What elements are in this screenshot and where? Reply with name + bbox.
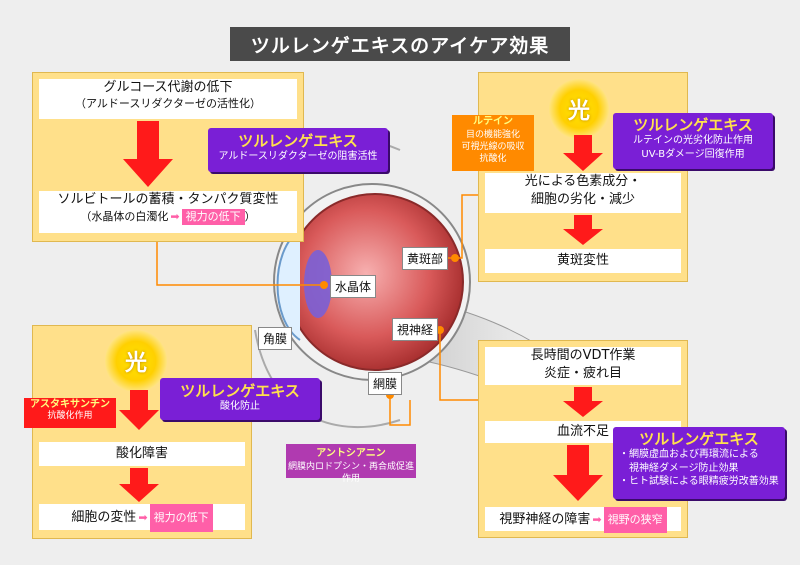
tr-row1-line2: 細胞の劣化・減少 — [530, 191, 635, 207]
bl-row2: 細胞の変性➡視力の低下 — [39, 504, 245, 532]
label-retina: 網膜 — [368, 372, 403, 395]
br-purple-l1: ・網膜虚血および再環流による — [619, 449, 759, 460]
sun-label: 光 — [567, 99, 590, 124]
label-macula: 黄斑部 — [402, 247, 449, 270]
tr-purple-l1: ルテインの光劣化防止作用 — [633, 135, 753, 146]
tl-purple-sub: アルドースリダクターゼの阻害活性 — [218, 151, 378, 162]
tl-arrow — [123, 121, 173, 187]
lutein-line1: 目の機能強化 — [465, 129, 520, 140]
lutein-line2: 可視光線の吸収 — [461, 141, 525, 152]
br-purple-l2: 視神経ダメージ防止効果 — [619, 462, 739, 474]
panel-bottom-left: 光 酸化障害 細胞の変性➡視力の低下 — [32, 325, 252, 539]
astaxanthin-head: アスタキサンチン — [30, 399, 110, 410]
anthocyanin-box: アントシアニン 網膜内ロドプシン・再合成促進作用 — [286, 444, 416, 484]
bl-row2-text: 細胞の変性 — [71, 510, 137, 525]
bl-purple-sub: 酸化防止 — [220, 401, 260, 412]
tl-row1-line2: （アルドースリダクターゼの活性化） — [75, 96, 261, 110]
page-title: ツルレンゲエキスのアイケア効果 — [230, 27, 570, 61]
callout-lens — [156, 228, 320, 286]
anthocyanin-sub: 網膜内ロドプシン・再合成促進作用 — [287, 461, 414, 484]
sun-icon: 光 — [549, 79, 609, 139]
label-lens: 水晶体 — [330, 275, 377, 298]
bl-arrow1 — [119, 390, 159, 430]
tl-row2: ソルビトールの蓄積・タンパク質変性 （水晶体の白濁化➡視力の低下） — [39, 191, 297, 233]
tr-purple-box: ツルレンゲエキス ルテインの光劣化防止作用 UV-Bダメージ回復作用 — [613, 113, 773, 169]
pink-arrow-icon: ➡ — [592, 513, 602, 526]
tr-orange-box: ルテイン 目の機能強化 可視光線の吸収 抗酸化 — [452, 115, 534, 171]
tr-arrow1 — [563, 135, 603, 171]
br-purple-l3: ・ヒト試験による眼精疲労改善効果 — [619, 476, 779, 487]
tr-purple-l2: UV-Bダメージ回復作用 — [641, 148, 745, 160]
pink-arrow-icon: ➡ — [138, 511, 148, 524]
sun-icon: 光 — [105, 330, 167, 392]
bl-row1: 酸化障害 — [39, 442, 245, 466]
label-cornea: 角膜 — [258, 327, 293, 350]
callout-retina — [389, 395, 411, 426]
tr-row2: 黄斑変性 — [485, 249, 681, 273]
anthocyanin-head: アントシアニン — [316, 448, 386, 459]
lutein-line3: 抗酸化 — [479, 153, 507, 164]
label-optic-nerve: 視神経 — [392, 318, 439, 341]
br-arrow1 — [563, 387, 603, 417]
tr-row1: 光による色素成分・ 細胞の劣化・減少 — [485, 173, 681, 213]
vision-loss-badge: 視力の低下 — [181, 208, 245, 226]
br-row1: 長時間のVDT作業 炎症・疲れ目 — [485, 347, 681, 385]
astaxanthin-sub: 抗酸化作用 — [47, 411, 93, 421]
tr-row1-line1: 光による色素成分・ — [524, 174, 642, 189]
bl-purple-box: ツルレンゲエキス 酸化防止 — [160, 378, 320, 420]
callout-optic — [439, 330, 478, 401]
lens-shape — [304, 250, 332, 318]
pink-arrow-icon: ➡ — [170, 209, 180, 223]
br-purple-box: ツルレンゲエキス ・網膜虚血および再環流による 視神経ダメージ防止効果 ・ヒト試… — [613, 427, 785, 499]
br-row1-line2: 炎症・疲れ目 — [543, 365, 622, 381]
visual-field-badge: 視野の狭窄 — [603, 507, 667, 533]
tr-purple-head: ツルレンゲエキス — [633, 116, 753, 134]
tl-row1: グルコース代謝の低下 （アルドースリダクターゼの活性化） — [39, 79, 297, 119]
sun-label: 光 — [124, 351, 147, 376]
dot-macula — [451, 254, 459, 262]
bl-red-box: アスタキサンチン 抗酸化作用 — [24, 398, 116, 428]
tl-row2-text: （水晶体の白濁化 — [80, 209, 169, 223]
tr-arrow2 — [563, 215, 603, 245]
tl-row2-line2: （水晶体の白濁化➡視力の低下） — [39, 208, 297, 226]
br-row3: 視野神経の障害➡視野の狭窄 — [485, 507, 681, 533]
dot-lens — [320, 281, 328, 289]
br-arrow2 — [553, 445, 603, 501]
tl-row2-line1: ソルビトールの蓄積・タンパク質変性 — [57, 192, 279, 207]
tl-purple-head: ツルレンゲエキス — [238, 132, 358, 150]
tl-row2-close: ） — [244, 209, 256, 223]
vision-loss-badge: 視力の低下 — [149, 504, 213, 532]
lutein-head: ルテイン — [473, 116, 513, 127]
bl-arrow2 — [119, 468, 159, 502]
br-row3-text: 視野神経の障害 — [499, 512, 591, 527]
panel-top-right: 光 光による色素成分・ 細胞の劣化・減少 黄斑変性 — [478, 72, 688, 282]
bl-purple-head: ツルレンゲエキス — [180, 382, 300, 400]
br-purple-head: ツルレンゲエキス — [639, 430, 759, 448]
br-row1-line1: 長時間のVDT作業 — [530, 348, 636, 363]
tl-row1-line1: グルコース代謝の低下 — [103, 80, 233, 95]
tl-purple-box: ツルレンゲエキス アルドースリダクターゼの阻害活性 — [208, 128, 388, 172]
